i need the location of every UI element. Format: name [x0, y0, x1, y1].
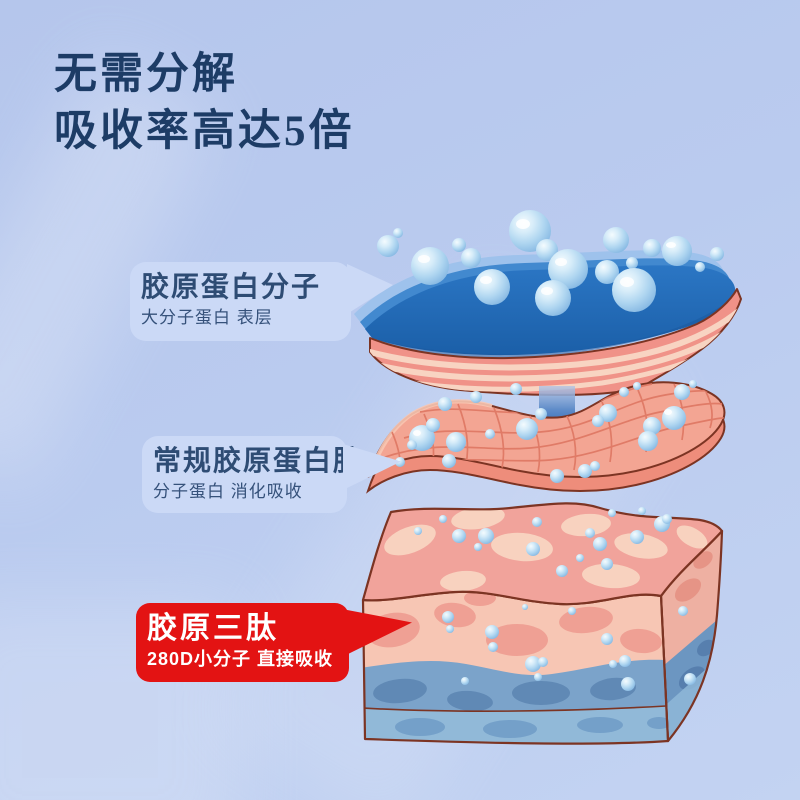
page-title: 无需分解 吸收率高达5倍	[54, 46, 355, 160]
callout-subtitle: 大分子蛋白 表层	[141, 308, 273, 327]
callout-collagen-molecule: 胶原蛋白分子 大分子蛋白 表层	[130, 262, 393, 341]
callout-subtitle: 分子蛋白 消化吸收	[153, 482, 303, 501]
callout-subtitle: 280D小分子 直接吸收	[147, 649, 334, 669]
callout-title: 胶原三肽	[147, 612, 279, 645]
bubble-highlights	[413, 219, 676, 436]
title-line-2: 吸收率高达5倍	[54, 108, 355, 155]
title-line-1: 无需分解	[54, 51, 238, 98]
callout-collagen-tripeptide: 胶原三肽 280D小分子 直接吸收	[136, 603, 412, 682]
callout-regular-peptide: 常规胶原蛋白肽 分子蛋白 消化吸收	[142, 436, 401, 513]
dermis-block	[361, 502, 724, 745]
callout-title: 常规胶原蛋白肽	[153, 446, 364, 477]
callout-title: 胶原蛋白分子	[141, 272, 322, 303]
